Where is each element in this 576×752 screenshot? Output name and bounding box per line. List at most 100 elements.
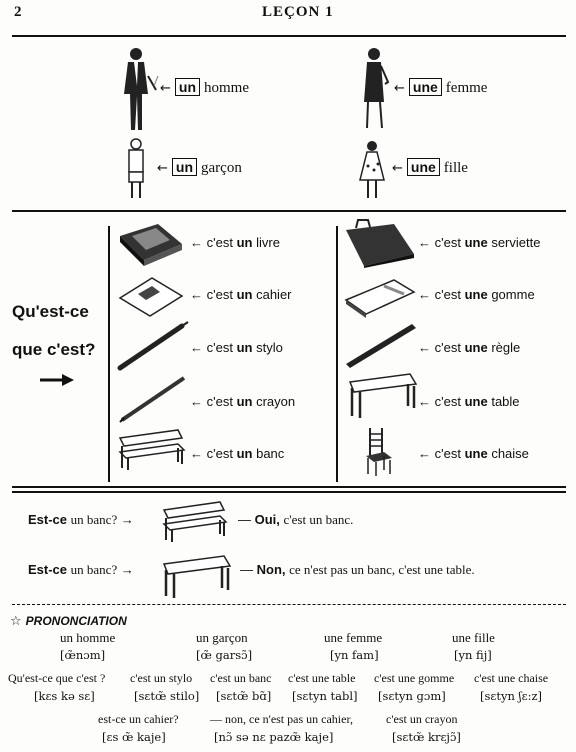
qa-ask-bold: Est-ce bbox=[28, 512, 68, 527]
pronunciation-heading: ☆ PRONONCIATION bbox=[10, 612, 127, 630]
table-illustration bbox=[348, 373, 418, 418]
pron-ipa: [œ̃nɔm] bbox=[60, 648, 106, 662]
article-une: une bbox=[406, 158, 440, 176]
qa-answer-bold: Oui, bbox=[254, 512, 280, 527]
pron-text: une fille bbox=[452, 630, 495, 645]
pron-text: c'est une gomme bbox=[374, 671, 455, 685]
phrase-noun: stylo bbox=[256, 340, 283, 355]
briefcase-illustration bbox=[346, 219, 414, 268]
phrase-article: un bbox=[236, 446, 253, 461]
phrase-serviette: ← c'est une serviette bbox=[418, 235, 540, 250]
phrase-prefix: c'est bbox=[434, 394, 461, 409]
phrase-noun: gomme bbox=[491, 287, 535, 302]
pen-illustration bbox=[117, 321, 189, 371]
table-illustration bbox=[162, 555, 232, 598]
phrase-cahier: ← c'est un cahier bbox=[190, 287, 292, 302]
arrow-right-icon bbox=[40, 374, 74, 386]
phrase-prefix: c'est bbox=[434, 446, 461, 461]
label-femme: ← une femme bbox=[394, 78, 487, 97]
arrow-left-icon: ← bbox=[190, 235, 203, 250]
phrase-regle: ← c'est une règle bbox=[418, 340, 520, 355]
pron-text: c'est un banc bbox=[210, 671, 272, 685]
pron-ipa: [yn fij] bbox=[454, 648, 492, 662]
phrase-noun: livre bbox=[256, 235, 280, 250]
section-divider bbox=[12, 210, 566, 212]
pron-ipa: [ɛs œ̃ kaje] bbox=[102, 730, 166, 744]
phrase-noun: banc bbox=[256, 446, 285, 461]
phrase-article: un bbox=[236, 287, 253, 302]
dash: — bbox=[240, 562, 257, 577]
pron-ipa: [sɛtyn gɔm] bbox=[378, 689, 446, 703]
column-divider-left bbox=[108, 226, 110, 482]
qa-answer-1: — Oui, c'est un banc. bbox=[238, 512, 353, 528]
pron-ipa: [kɛs kə sɛ] bbox=[34, 689, 95, 703]
pron-ipa: [sɛtœ̃ stilo] bbox=[134, 689, 200, 703]
phrase-noun: crayon bbox=[256, 394, 296, 409]
boy-illustration bbox=[128, 138, 144, 198]
pron-ipa: [sɛtyn tabl] bbox=[292, 689, 358, 703]
phrase-noun: règle bbox=[491, 340, 521, 355]
book-illustration bbox=[120, 224, 182, 266]
phrase-prefix: c'est bbox=[206, 287, 233, 302]
pron-ipa: [yn fam] bbox=[330, 648, 379, 662]
bench-illustration bbox=[118, 429, 186, 470]
pronunciation-title: PRONONCIATION bbox=[25, 614, 127, 628]
chair-illustration bbox=[366, 428, 392, 476]
arrow-left-icon: ← bbox=[418, 446, 431, 461]
pron-ipa: [sɛtœ̃ bɑ̃] bbox=[216, 689, 272, 703]
phrase-prefix: c'est bbox=[206, 235, 233, 250]
noun-femme: femme bbox=[445, 80, 488, 96]
bench-illustration bbox=[162, 501, 228, 542]
man-illustration bbox=[124, 48, 159, 130]
phrase-article: un bbox=[236, 235, 253, 250]
qa-answer-bold: Non, bbox=[256, 562, 286, 577]
pron-text: est-ce un cahier? bbox=[98, 712, 179, 726]
phrase-article: un bbox=[236, 340, 253, 355]
double-divider-top bbox=[12, 486, 566, 488]
pron-text: c'est une table bbox=[288, 671, 356, 685]
question-line-2: que c'est? bbox=[12, 340, 96, 359]
arrow-left-icon: ← bbox=[190, 394, 203, 409]
arrow-left-icon: ← bbox=[418, 235, 431, 250]
phrase-article: une bbox=[464, 287, 488, 302]
noun-garcon: garçon bbox=[201, 160, 242, 176]
article-une: une bbox=[408, 78, 442, 96]
qa-answer-rest: ce n'est pas un banc, c'est une table. bbox=[289, 562, 475, 577]
pron-text: c'est un crayon bbox=[386, 712, 458, 726]
arrow-left-icon: ← bbox=[160, 81, 171, 96]
column-divider-center bbox=[336, 226, 338, 482]
girl-illustration bbox=[359, 141, 385, 198]
pron-text: une femme bbox=[324, 630, 383, 645]
arrow-left-icon: ← bbox=[392, 161, 403, 176]
arrow-right-icon: → bbox=[120, 512, 134, 527]
qa-ask-bold: Est-ce bbox=[28, 562, 68, 577]
notebook-illustration bbox=[118, 277, 184, 317]
page-title: LEÇON 1 bbox=[262, 4, 334, 20]
arrow-left-icon: ← bbox=[418, 287, 431, 302]
arrow-left-icon: ← bbox=[418, 340, 431, 355]
phrase-noun: cahier bbox=[256, 287, 292, 302]
question-line-1: Qu'est-ce bbox=[12, 302, 89, 321]
pron-ipa: [nɔ̃ sə nɛ pazœ̃ kaje] bbox=[214, 730, 334, 744]
ruler-illustration bbox=[346, 324, 416, 368]
pron-ipa: [œ̃ garsɔ̃] bbox=[196, 648, 253, 662]
qa-ask-rest: un banc? bbox=[70, 562, 118, 577]
phrase-article: une bbox=[464, 394, 488, 409]
arrow-left-icon: ← bbox=[394, 81, 405, 96]
phrase-table: ← c'est une table bbox=[418, 394, 520, 409]
phrase-livre: ← c'est un livre bbox=[190, 235, 280, 250]
pron-text: Qu'est-ce que c'est ? bbox=[8, 671, 106, 685]
pencil-illustration bbox=[119, 376, 186, 423]
double-divider-bottom bbox=[12, 491, 566, 493]
page-number: 2 bbox=[14, 4, 22, 20]
qa-question-2: Est-ce un banc? → bbox=[28, 562, 134, 578]
phrase-banc: ← c'est un banc bbox=[190, 446, 284, 461]
qa-ask-rest: un banc? bbox=[70, 512, 118, 527]
arrow-left-icon: ← bbox=[190, 446, 203, 461]
eraser-illustration bbox=[344, 279, 416, 318]
phrase-chaise: ← c'est une chaise bbox=[418, 446, 529, 461]
label-garcon: ← un garçon bbox=[157, 158, 242, 177]
qa-answer-rest: c'est un banc. bbox=[283, 512, 354, 527]
phrase-prefix: c'est bbox=[434, 287, 461, 302]
label-fille: ← une fille bbox=[392, 158, 468, 177]
